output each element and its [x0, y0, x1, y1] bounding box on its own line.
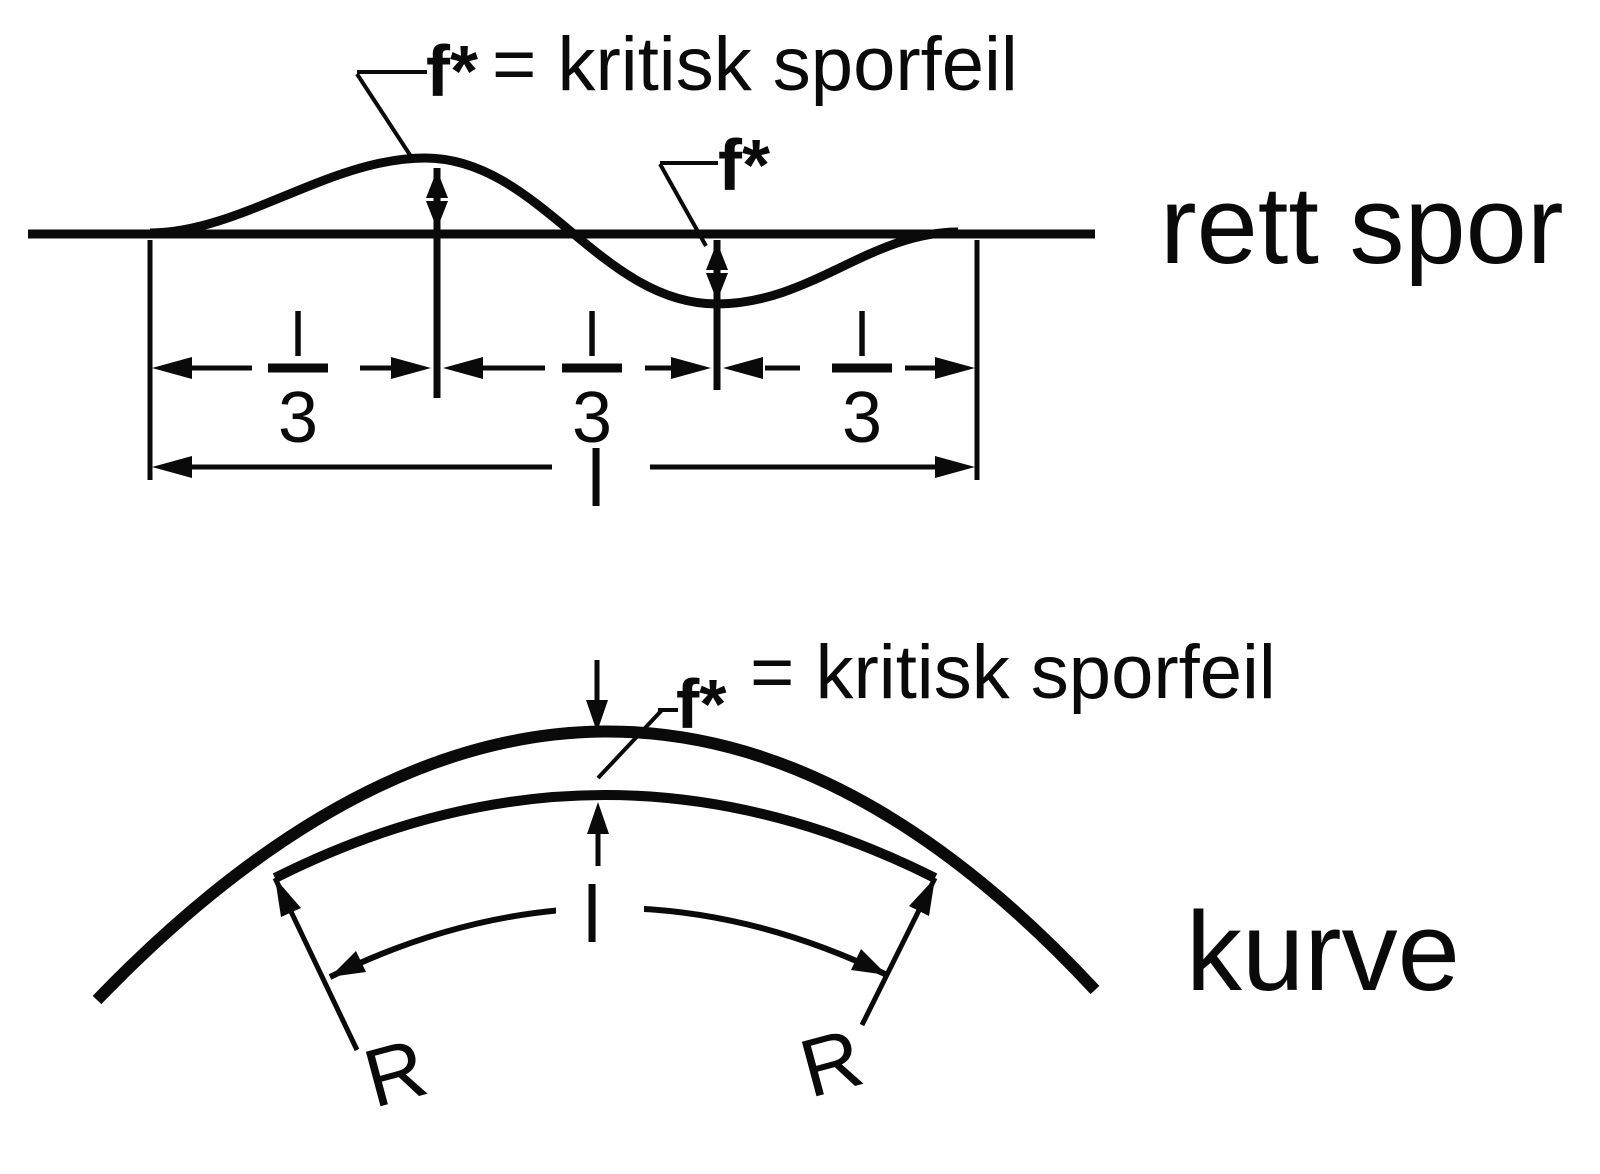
arrow-right-icon — [935, 456, 975, 478]
fstar-curve-label: f* — [676, 665, 727, 743]
arrow-right-icon — [935, 357, 975, 379]
arrow-left-icon — [723, 357, 763, 379]
radius-label-left: R — [355, 1022, 436, 1125]
fstar-trough-label: f* — [718, 126, 770, 206]
fraction-denominator: 3 — [278, 378, 318, 458]
critical-fault-caption-curve: = kritisk sporfeil — [750, 630, 1276, 715]
gap-arrow-down-icon — [586, 700, 608, 732]
peak-arrow-up-icon — [426, 170, 448, 198]
peak-arrow-down-icon — [426, 201, 448, 229]
fraction-numerator: l — [855, 301, 869, 370]
leader-curve-diagonal — [596, 708, 664, 780]
arc-arrow-right-icon — [851, 949, 887, 975]
leader-trough-diagonal — [658, 163, 708, 247]
critical-fault-caption: = kritisk sporfeil — [492, 22, 1018, 107]
fraction-l-over-3: l 3 — [268, 301, 328, 458]
fraction-numerator: l — [585, 301, 599, 370]
fraction-denominator: 3 — [842, 378, 882, 458]
fraction-l-over-3: l 3 — [832, 301, 892, 458]
straight-track-figure: f* = kritisk sporfeil f* — [28, 22, 1563, 523]
leader-peak-diagonal — [355, 72, 414, 160]
curve-figure: f* = kritisk sporfeil l R R kurve — [92, 630, 1460, 1125]
straight-track-caption: rett spor — [1160, 164, 1563, 287]
label-gap-mask — [556, 872, 644, 958]
arrow-right-icon — [391, 357, 431, 379]
arrow-left-icon — [152, 357, 192, 379]
curve-caption: kurve — [1186, 889, 1460, 1014]
track-fault-wave — [149, 153, 959, 309]
fstar-peak-label: f* — [426, 32, 478, 112]
radius-label-right: R — [791, 1012, 872, 1115]
curve-inner-arc — [272, 790, 938, 883]
total-length-label: l — [587, 434, 605, 523]
arrow-right-icon — [671, 357, 711, 379]
total-length-dimension-row: l — [152, 434, 975, 523]
trough-arrow-up-icon — [706, 242, 728, 270]
radius-arrow-left-icon — [275, 878, 301, 917]
radius-arrow-right-icon — [909, 878, 935, 916]
fraction-numerator: l — [291, 301, 305, 370]
fraction-denominator: 3 — [572, 378, 612, 458]
arrow-left-icon — [152, 456, 192, 478]
trough-arrow-down-icon — [706, 273, 728, 301]
curve-outer-arc — [92, 725, 1100, 1005]
fraction-l-over-3: l 3 — [562, 301, 622, 458]
gap-arrow-up-icon — [587, 802, 609, 834]
thirds-dimension-row: l 3 l 3 l 3 — [152, 301, 975, 458]
arrow-left-icon — [443, 357, 483, 379]
arc-arrow-left-icon — [330, 951, 366, 977]
chord-length-label: l — [583, 870, 601, 959]
